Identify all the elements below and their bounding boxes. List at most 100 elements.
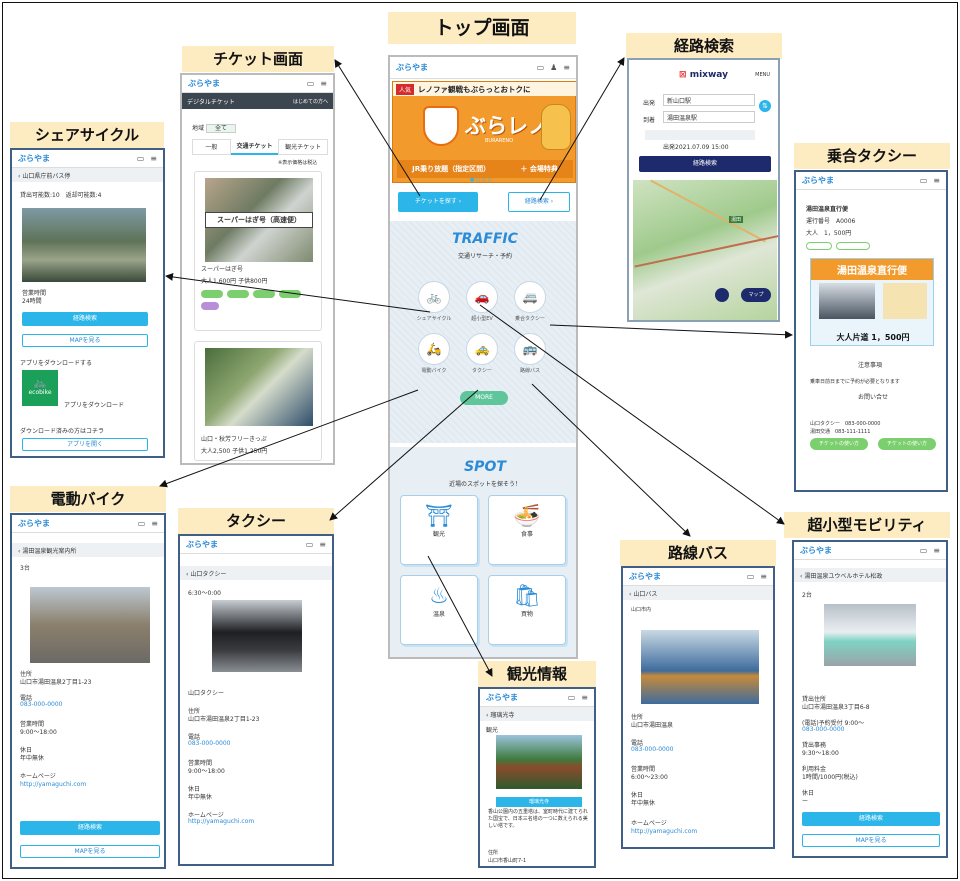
banner-emblem (423, 106, 459, 146)
notes-body: 乗車日前日までに予約が必要となります (810, 379, 900, 385)
ecobike-logo[interactable]: 🚲ecobike (22, 370, 58, 406)
route-map[interactable]: 湯田 マップ (633, 179, 778, 320)
map-button[interactable]: MAPを見る (802, 834, 940, 847)
ticket-icon[interactable]: ▭ (137, 519, 146, 528)
breadcrumb[interactable]: ‹ 山口バス (623, 586, 773, 600)
ticket-card-1[interactable]: スーパーはぎ号（高速便） スーパーはぎ号 大人1,600円 子供800円 (194, 171, 322, 331)
service-title: 湯田温泉直行便 (806, 206, 849, 213)
menu-icon[interactable]: ≡ (320, 79, 327, 88)
spot-label-shopping: 買物 (520, 611, 533, 618)
menu-icon[interactable]: ≡ (933, 176, 940, 185)
holiday-value: 年中無休 (631, 800, 656, 807)
ticket-icon[interactable]: ▭ (919, 176, 928, 185)
breadcrumb[interactable]: ‹ 山口県庁前バス停 (12, 168, 163, 182)
phone-link[interactable]: 083-000-0000 (802, 726, 845, 733)
menu-icon[interactable]: ≡ (150, 154, 157, 163)
hours-value: 9:00〜18:00 (188, 768, 225, 775)
map-pin-yuda: 湯田 (729, 216, 744, 223)
route-search-button[interactable]: 経路検索 (20, 821, 160, 835)
taxi-icon[interactable]: 🚕 (466, 333, 498, 365)
hours-value: 24時間 (22, 298, 42, 305)
location-icon[interactable] (715, 288, 729, 302)
phone-link[interactable]: 083-000-0000 (20, 701, 63, 708)
ticket-card-2[interactable]: 山口・秋芳フリーきっぷ 大人2,500 子供1,250円 (194, 341, 322, 461)
route-search-button[interactable]: 経路検索 › (508, 192, 570, 212)
promo-banner[interactable]: 人気 レノファ観戦もぶらっとおトクに ぶらレノ BURARENO JR乗り放題（… (392, 81, 576, 183)
phone-link[interactable]: 083-000-0000 (631, 746, 674, 753)
spot-section: SPOT 近場のスポットを探そう！ ⛩観光 🍜食事 ♨温泉 🛍買物 (390, 447, 576, 657)
homepage-link[interactable]: http://yamaguchi.com (20, 781, 87, 788)
share-cycle-icon[interactable]: 🚲 (418, 281, 450, 313)
homepage-link[interactable]: http://yamaguchi.com (188, 818, 255, 825)
tab-transport[interactable]: 交通チケット (230, 139, 279, 155)
label-bus: 路線バス (620, 540, 776, 566)
route-search-button[interactable]: 経路検索 (639, 156, 771, 172)
more-button[interactable]: MORE (460, 391, 508, 405)
homepage-link[interactable]: http://yamaguchi.com (631, 828, 698, 835)
label-ebike: 電動バイク (10, 486, 166, 512)
datetime-field[interactable]: 出発2021.07.09 15:00 (663, 144, 729, 151)
label-top: トップ画面 (388, 12, 576, 44)
spot-sightseeing-card[interactable]: ⛩観光 (400, 495, 478, 565)
label-route: 経路検索 (626, 33, 782, 59)
spot-food-card[interactable]: 🍜食事 (488, 495, 566, 565)
from-field[interactable]: 新山口駅 (663, 94, 755, 106)
tab-general[interactable]: 一般 (192, 139, 231, 155)
menu-icon[interactable]: ≡ (563, 63, 570, 72)
map-button[interactable]: MAPを見る (20, 845, 160, 858)
share-cycle-screen: ぶらやま▭≡ ‹ 山口県庁前バス停 貸出可能数:10 返却可能数:4 営業時間 … (10, 148, 165, 458)
share-taxi-icon[interactable]: 🚐 (514, 281, 546, 313)
ticket-icon[interactable]: ▭ (919, 546, 928, 555)
option-row[interactable] (645, 130, 755, 140)
swap-icon[interactable]: ⇅ (759, 100, 771, 112)
app-download-link[interactable]: アプリをダウンロード (64, 402, 125, 409)
menu-icon[interactable]: ≡ (151, 519, 158, 528)
taxi-screen: ぶらやま▭≡ ‹ 山口タクシー 6:30〜0:00 山口タクシー 住所 山口市湯… (178, 534, 334, 866)
filter-select[interactable]: 全て (205, 124, 236, 133)
route-search-button[interactable]: 経路検索 (22, 312, 148, 326)
phone-link[interactable]: 083-000-0000 (188, 740, 231, 747)
ticket-icon[interactable]: ▭ (536, 63, 545, 72)
menu-icon[interactable]: ≡ (760, 572, 767, 581)
howto-button-2[interactable]: チケットの使い方 (878, 438, 936, 450)
breadcrumb[interactable]: ‹ 湯田温泉観光案内所 (12, 543, 164, 557)
menu-button[interactable]: MENU (755, 72, 770, 78)
spot-onsen-card[interactable]: ♨温泉 (400, 575, 478, 645)
label-taxi: タクシー (178, 508, 334, 534)
ticket-icon[interactable]: ▭ (305, 540, 314, 549)
ticket-icon[interactable]: ▭ (567, 693, 576, 702)
spot-shopping-card[interactable]: 🛍買物 (488, 575, 566, 645)
bus-icon[interactable]: 🚌 (514, 333, 546, 365)
menu-icon[interactable]: ≡ (581, 693, 588, 702)
ticket-search-button[interactable]: チケットを探す › (398, 192, 478, 212)
label-share: シェアサイクル (10, 122, 164, 148)
menu-icon[interactable]: ≡ (933, 546, 940, 555)
taxi-photo (819, 283, 875, 319)
tab-tourism[interactable]: 観光チケット (278, 139, 329, 155)
map-button[interactable]: マップ (741, 288, 771, 302)
menu-icon[interactable]: ≡ (319, 540, 326, 549)
holiday-label: 休日 (20, 747, 33, 754)
carousel-dots[interactable]: ● ○ ○ ○ (470, 177, 493, 183)
ebike-icon[interactable]: 🛵 (418, 333, 450, 365)
breadcrumb[interactable]: ‹ 湯田温泉ユウベルホテル松政 (794, 568, 946, 582)
ticket-icon[interactable]: ▭ (136, 154, 145, 163)
to-field[interactable]: 湯田温泉駅 (663, 111, 755, 123)
ticket-icon[interactable]: ▭ (306, 79, 315, 88)
micro-ev-icon[interactable]: 🚗 (466, 281, 498, 313)
breadcrumb[interactable]: ‹ 山口タクシー (180, 566, 332, 580)
app-logo: ぶらやま (486, 692, 518, 702)
homepage-label: ホームページ (20, 773, 56, 780)
user-icon[interactable]: ♟ (550, 63, 558, 72)
ticket-tabs: 一般 交通チケット 観光チケット (192, 139, 329, 155)
phone-label: 電話 (631, 740, 644, 747)
ticket-icon[interactable]: ▭ (746, 572, 755, 581)
breadcrumb[interactable]: ‹ 瑠璃光寺 (480, 707, 594, 721)
map-button[interactable]: MAPを見る (22, 334, 148, 347)
address-label: 住所 (188, 708, 201, 715)
open-app-button[interactable]: アプリを開く (22, 438, 148, 451)
tourism-screen: ぶらやま▭≡ ‹ 瑠璃光寺 観光 瑠璃光寺 香山公園内の五重塔は、室町時代に建て… (478, 687, 596, 868)
shared-taxi-screen: ぶらやま▭≡ 湯田温泉直行便 運行番号 A0006 大人 1，500円 湯田温泉… (794, 170, 948, 492)
route-search-button[interactable]: 経路検索 (802, 812, 940, 826)
howto-button-1[interactable]: チケットの使い方 (810, 438, 868, 450)
